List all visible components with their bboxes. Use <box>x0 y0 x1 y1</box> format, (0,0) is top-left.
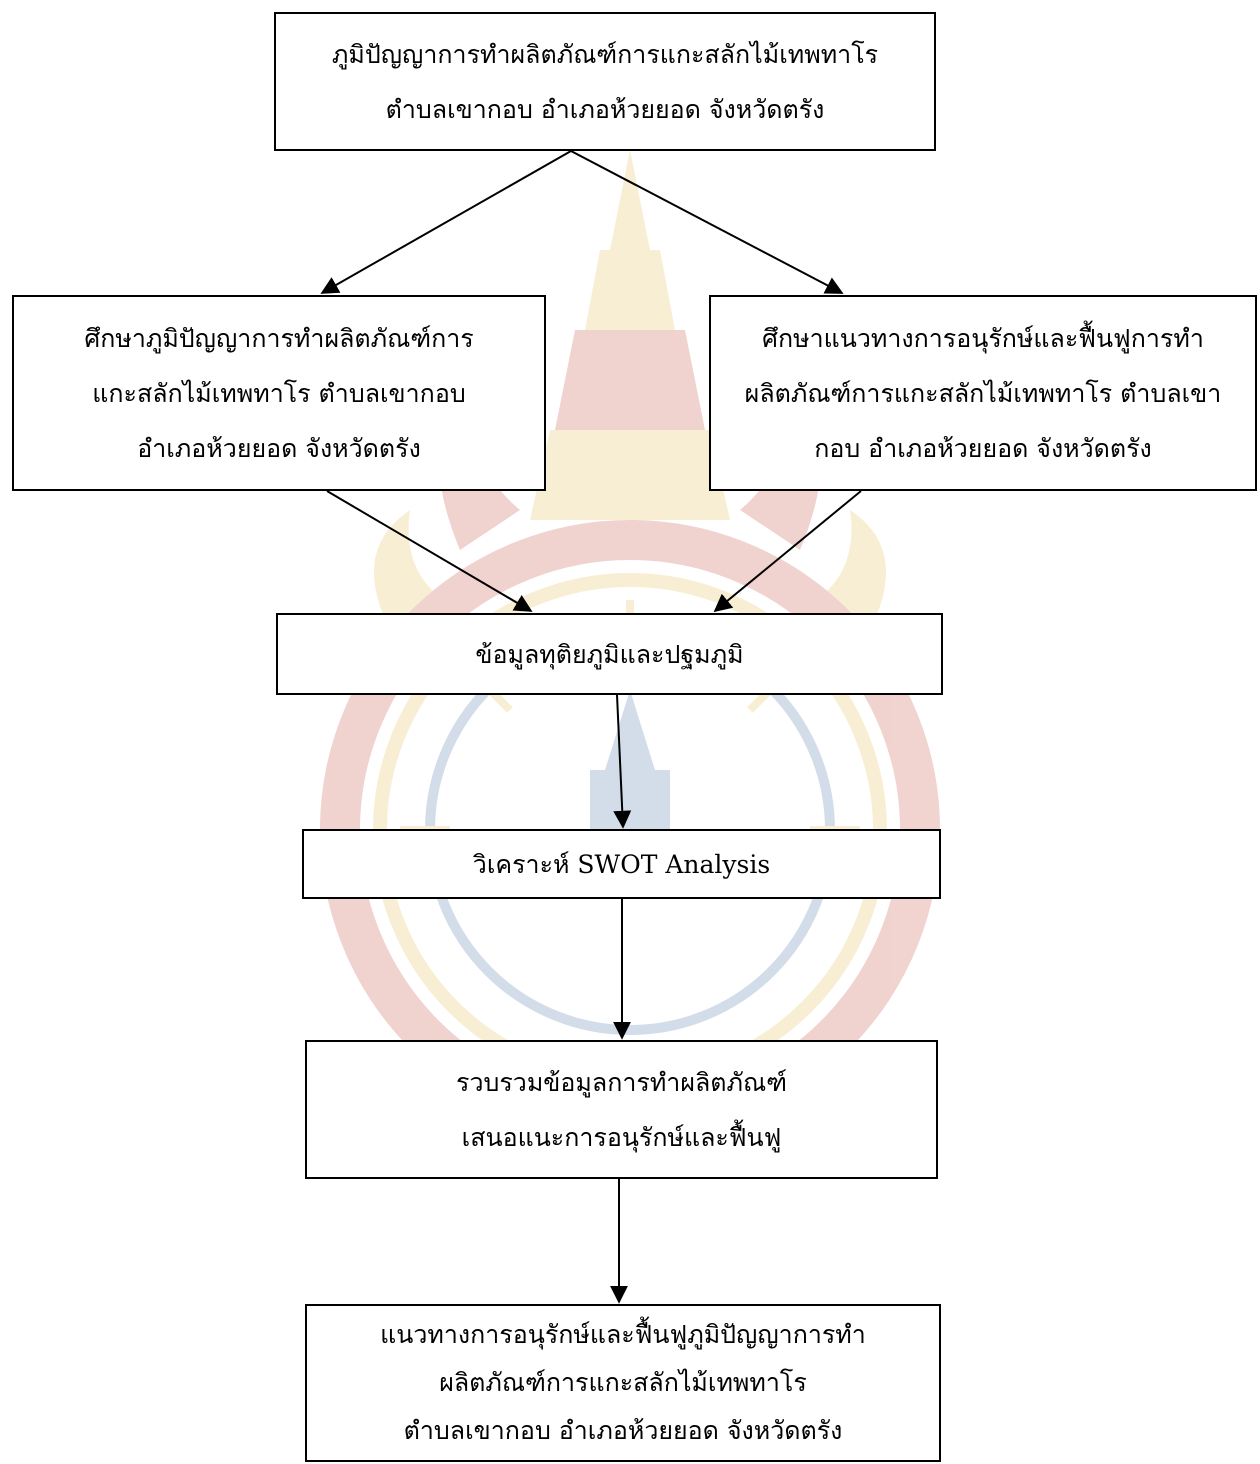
box-line: ข้อมูลทุติยภูมิและปฐมภูมิ <box>475 639 744 669</box>
arrow-top-to-right <box>570 150 844 294</box>
arrow-top-to-left <box>320 150 572 294</box>
box-conservation-guideline: แนวทางการอนุรักษ์และฟื้นฟูภูมิปัญญาการทำ… <box>305 1304 941 1462</box>
box-line: ภูมิปัญญาการทำผลิตภัณฑ์การแกะสลักไม้เทพท… <box>331 39 879 69</box>
box-line: อำเภอห้วยยอด จังหวัดตรัง <box>137 433 421 463</box>
arrow-data-to-swot <box>613 694 632 829</box>
box-line: ผลิตภัณฑ์การแกะสลักไม้เทพทาโร <box>439 1368 807 1397</box>
arrow-right-to-data <box>713 490 862 613</box>
arrow-left-to-data <box>326 490 533 612</box>
box-line: ผลิตภัณฑ์การแกะสลักไม้เทพทาโร ตำบลเขา <box>744 378 1222 408</box>
box-line: เสนอแนะการอนุรักษ์และฟื้นฟู <box>461 1122 782 1152</box>
box-line: แนวทางการอนุรักษ์และฟื้นฟูภูมิปัญญาการทำ <box>380 1320 866 1349</box>
box-line: ศึกษาแนวทางการอนุรักษ์และฟื้นฟูการทำ <box>762 323 1204 353</box>
box-line: ตำบลเขากอบ อำเภอห้วยยอด จังหวัดตรัง <box>385 94 825 124</box>
box-collect-data: รวบรวมข้อมูลการทำผลิตภัณฑ์ เสนอแนะการอนุ… <box>305 1040 938 1179</box>
box-line: ตำบลเขากอบ อำเภอห้วยยอด จังหวัดตรัง <box>403 1416 843 1445</box>
box-study-wisdom: ศึกษาภูมิปัญญาการทำผลิตภัณฑ์การ แกะสลักไ… <box>12 295 546 491</box>
box-line: แกะสลักไม้เทพทาโร ตำบลเขากอบ <box>92 378 466 408</box>
box-line: ศึกษาภูมิปัญญาการทำผลิตภัณฑ์การ <box>84 323 474 353</box>
box-line: วิเคราะห์ SWOT Analysis <box>472 849 771 879</box>
box-wisdom-topic: ภูมิปัญญาการทำผลิตภัณฑ์การแกะสลักไม้เทพท… <box>274 12 936 151</box>
box-line: รวบรวมข้อมูลการทำผลิตภัณฑ์ <box>456 1067 787 1097</box>
box-swot-analysis: วิเคราะห์ SWOT Analysis <box>302 829 941 899</box>
box-line: กอบ อำเภอห้วยยอด จังหวัดตรัง <box>814 433 1152 463</box>
box-study-conservation: ศึกษาแนวทางการอนุรักษ์และฟื้นฟูการทำ ผลิ… <box>709 295 1257 491</box>
box-secondary-primary-data: ข้อมูลทุติยภูมิและปฐมภูมิ <box>276 613 943 695</box>
